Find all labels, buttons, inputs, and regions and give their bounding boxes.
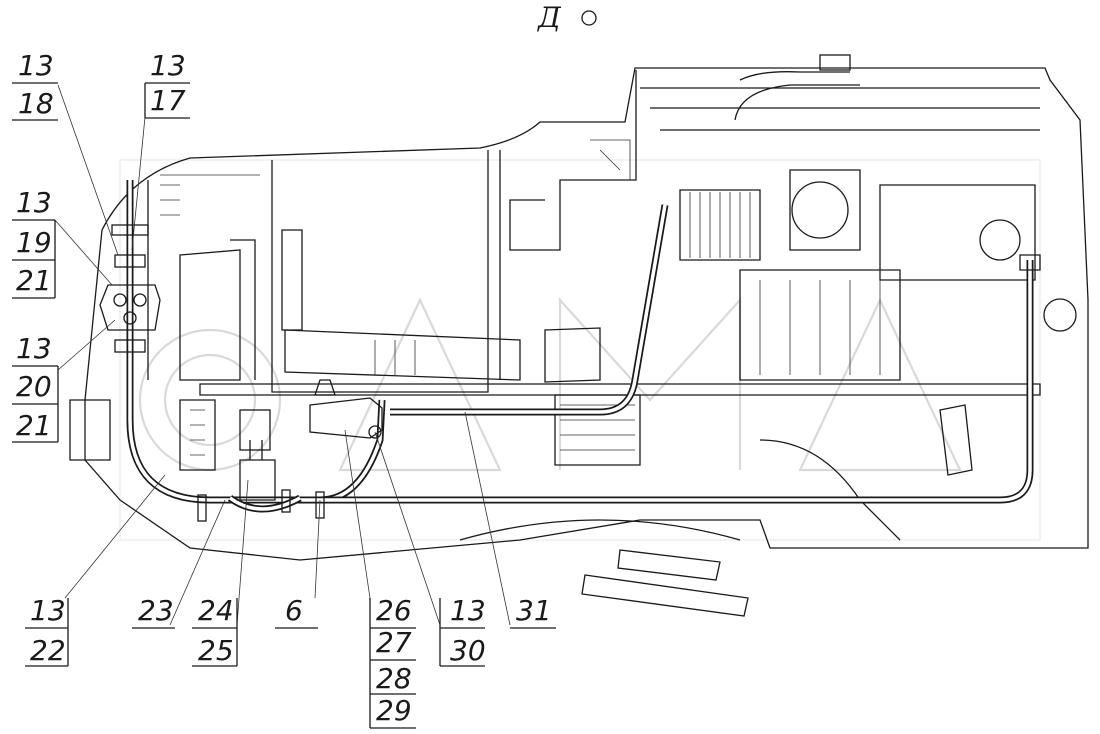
callout-13-22: 13 22 (25, 594, 69, 667)
callout-bottom: 18 (18, 87, 54, 120)
callout-top: 13 (16, 332, 52, 365)
callout-top: 13 (18, 49, 54, 82)
callout-top: 26 (376, 594, 412, 627)
callout-line3: 28 (376, 662, 412, 695)
callout-top: 23 (138, 594, 174, 627)
callout-top: 13 (450, 594, 486, 627)
leader-lines (54, 84, 511, 626)
watermark (118, 158, 1042, 542)
callout-top: 31 (516, 594, 552, 627)
callout-6: 6 (275, 594, 318, 629)
view-circle-icon (581, 10, 597, 26)
callout-24-25: 24 25 (192, 594, 238, 667)
callout-13-20-21: 13 20 21 (12, 332, 59, 443)
callout-top: 13 (30, 594, 66, 627)
callout-bottom: 22 (30, 634, 66, 667)
callout-13-30: 13 30 (439, 594, 486, 667)
callout-top: 24 (198, 594, 234, 627)
engine-outline (69, 54, 1089, 617)
callout-31: 31 (510, 594, 556, 629)
callout-bottom: 25 (198, 634, 234, 667)
callout-13-19-21: 13 19 21 (12, 186, 56, 299)
view-label: Д (536, 1, 597, 34)
callout-top: 13 (150, 49, 186, 82)
callout-middle: 19 (16, 226, 52, 259)
callout-middle: 20 (16, 370, 52, 403)
coolant-pipes (126, 180, 1034, 513)
callout-23: 23 (132, 594, 175, 629)
callout-bottom: 17 (150, 84, 186, 117)
callout-13-18: 13 18 (12, 49, 58, 121)
callout-line2: 27 (376, 626, 412, 659)
callout-bottom: 30 (450, 634, 486, 667)
callout-bottom: 21 (16, 409, 52, 442)
callout-26-29: 26 27 28 29 (369, 594, 416, 729)
view-letter: Д (536, 1, 562, 34)
callout-top: 13 (16, 186, 52, 219)
callout-bottom: 29 (376, 694, 412, 727)
components (99, 224, 1041, 522)
callout-bottom: 21 (16, 264, 52, 297)
callout-13-17: 13 17 (144, 49, 190, 119)
callout-top: 6 (285, 594, 303, 627)
